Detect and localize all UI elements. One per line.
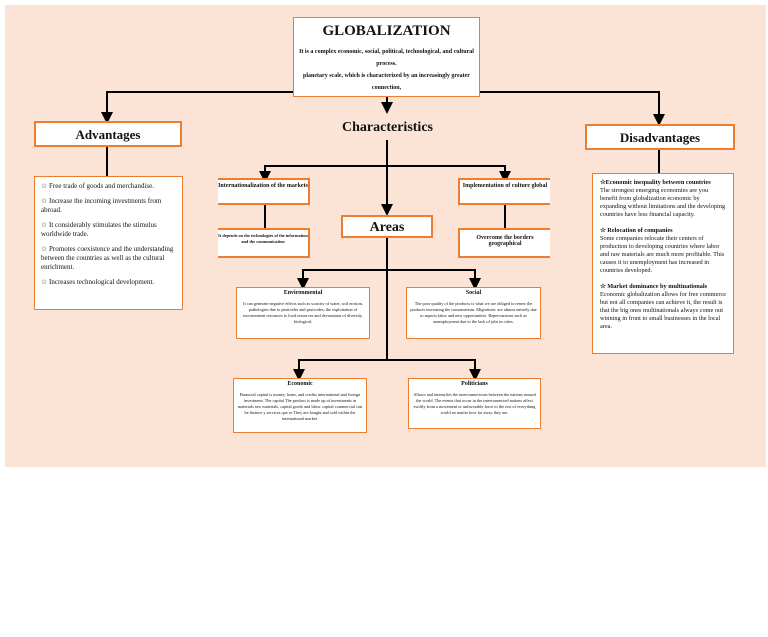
social-box: Social The poor quality of the products …	[406, 287, 541, 339]
advantages-heading: Advantages	[34, 121, 182, 147]
line-to-advantages	[101, 91, 293, 124]
internationalization-sub-box: It depends on the technologies of the in…	[218, 228, 310, 258]
line-to-internationalization	[259, 165, 387, 183]
disadvantages-list: ☆Economic inequality between countries T…	[592, 173, 734, 354]
economic-box: Economic Financial capital is money, loa…	[233, 378, 367, 433]
economic-title: Economic	[287, 381, 313, 387]
politicians-box: Politicians Allows and intensifies the i…	[408, 378, 541, 429]
advantage-item: ☆ Increase the incoming investments from…	[41, 197, 162, 214]
culture-sub-box: Overcome the borders geographical	[458, 228, 550, 258]
disadvantage-body: Economic globalization allows for free c…	[600, 291, 727, 330]
culture-sub-label: Overcome the borders geographical	[476, 235, 534, 247]
social-body: The poor quality of the products is what…	[410, 301, 537, 324]
internationalization-label: Internationalization of the markets	[218, 183, 308, 189]
advantages-list: ☆ Free trade of goods and merchandise. ☆…	[34, 176, 183, 310]
politicians-title: Politicians	[461, 381, 488, 387]
page-title: GLOBALIZATION	[322, 23, 451, 39]
advantage-item: ☆ Free trade of goods and merchandise.	[41, 182, 154, 190]
disadvantages-heading-text: Disadvantages	[619, 130, 701, 145]
advantage-item: ☆ It considerably stimulates the stimulu…	[41, 221, 157, 238]
culture-label: Implementation of culture global	[462, 183, 548, 189]
line-to-culture	[387, 165, 511, 183]
advantage-item: ☆ Increases technological development.	[41, 278, 155, 286]
intro-line-1: It is a complex economic, social, politi…	[299, 49, 474, 67]
disadvantage-section: ☆Economic inequality between countries T…	[600, 179, 727, 219]
advantage-item: ☆ Promotes coexistence and the understan…	[41, 245, 174, 271]
line-to-disadvantages	[480, 91, 665, 126]
environmental-box: Environmental It can generate negative e…	[236, 287, 370, 339]
disadvantage-body: The strongest emerging economies are you…	[600, 187, 726, 218]
areas-heading: Areas	[341, 215, 433, 238]
disadvantage-section: ☆ Relocation of companies Some companies…	[600, 227, 727, 275]
economic-body: Financial capital is money, loans, and c…	[238, 392, 362, 421]
areas-heading-text: Areas	[369, 220, 405, 235]
title-box: GLOBALIZATION It is a complex economic, …	[293, 17, 480, 97]
disadvantage-title: ☆ Relocation of companies	[600, 227, 673, 234]
line-to-social	[387, 269, 481, 290]
intro-line-2: planetary scale, which is characterized …	[303, 73, 470, 91]
culture-box: Implementation of culture global	[458, 178, 550, 205]
disadvantage-body: Some companies relocate their centers of…	[600, 235, 725, 274]
disadvantage-section: ☆ Market dominance by multinationals Eco…	[600, 283, 727, 331]
line-to-politicians	[387, 359, 481, 381]
internationalization-box: Internationalization of the markets	[218, 178, 310, 205]
disadvantage-title: ☆Economic inequality between countries	[600, 179, 711, 186]
disadvantages-heading: Disadvantages	[585, 124, 735, 150]
characteristics-heading: Characteristics	[342, 120, 433, 135]
disadvantage-title: ☆ Market dominance by multinationals	[600, 283, 708, 290]
internationalization-sub-label: It depends on the technologies of the in…	[218, 233, 308, 244]
environmental-title: Environmental	[283, 290, 323, 296]
social-title: Social	[465, 290, 482, 296]
politicians-body: Allows and intensifies the interconnecti…	[413, 392, 536, 415]
line-to-environmental	[297, 269, 387, 290]
advantages-heading-text: Advantages	[75, 127, 141, 142]
environmental-body: It can generate negative effects such as…	[243, 301, 363, 324]
line-to-economic	[293, 359, 387, 381]
